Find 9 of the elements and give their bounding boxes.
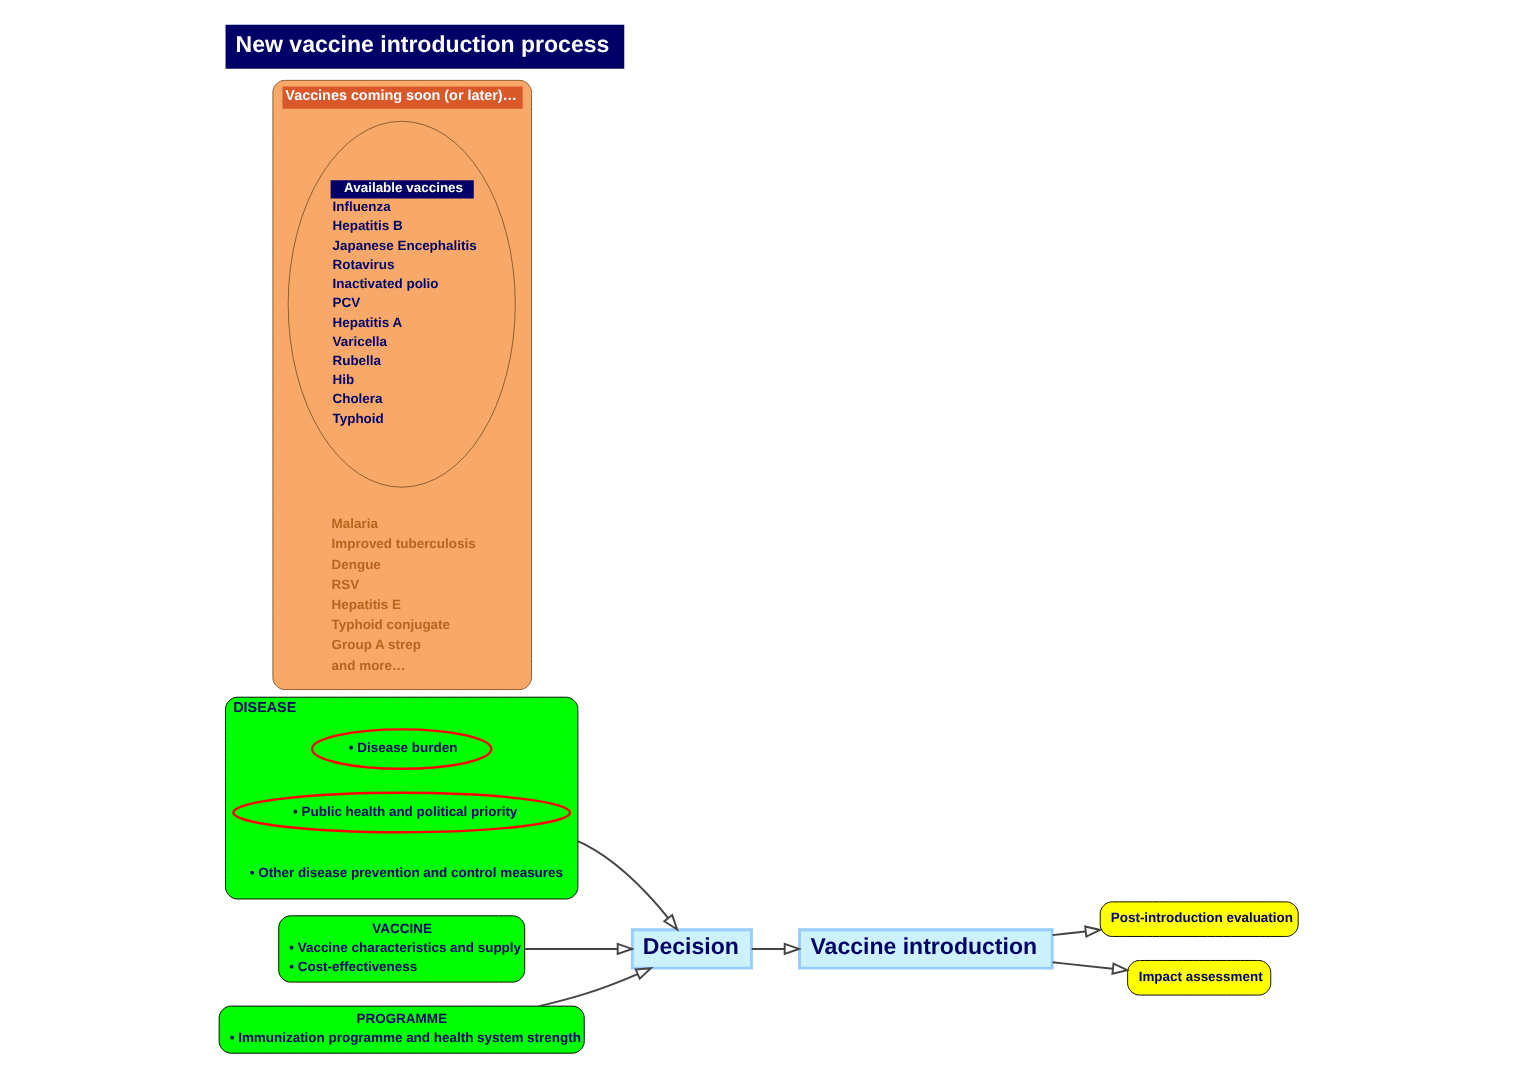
- arrow: [1050, 925, 1102, 938]
- node-box: Decision: [629, 928, 752, 970]
- arrow: [575, 840, 678, 932]
- arrow: [749, 942, 801, 956]
- node-box: Vaccine introduction: [797, 928, 1053, 970]
- arrow: [1050, 961, 1130, 975]
- diagram-title: New vaccine introduction process: [234, 33, 609, 58]
- arrow: [537, 967, 653, 1008]
- arrow: [522, 942, 634, 956]
